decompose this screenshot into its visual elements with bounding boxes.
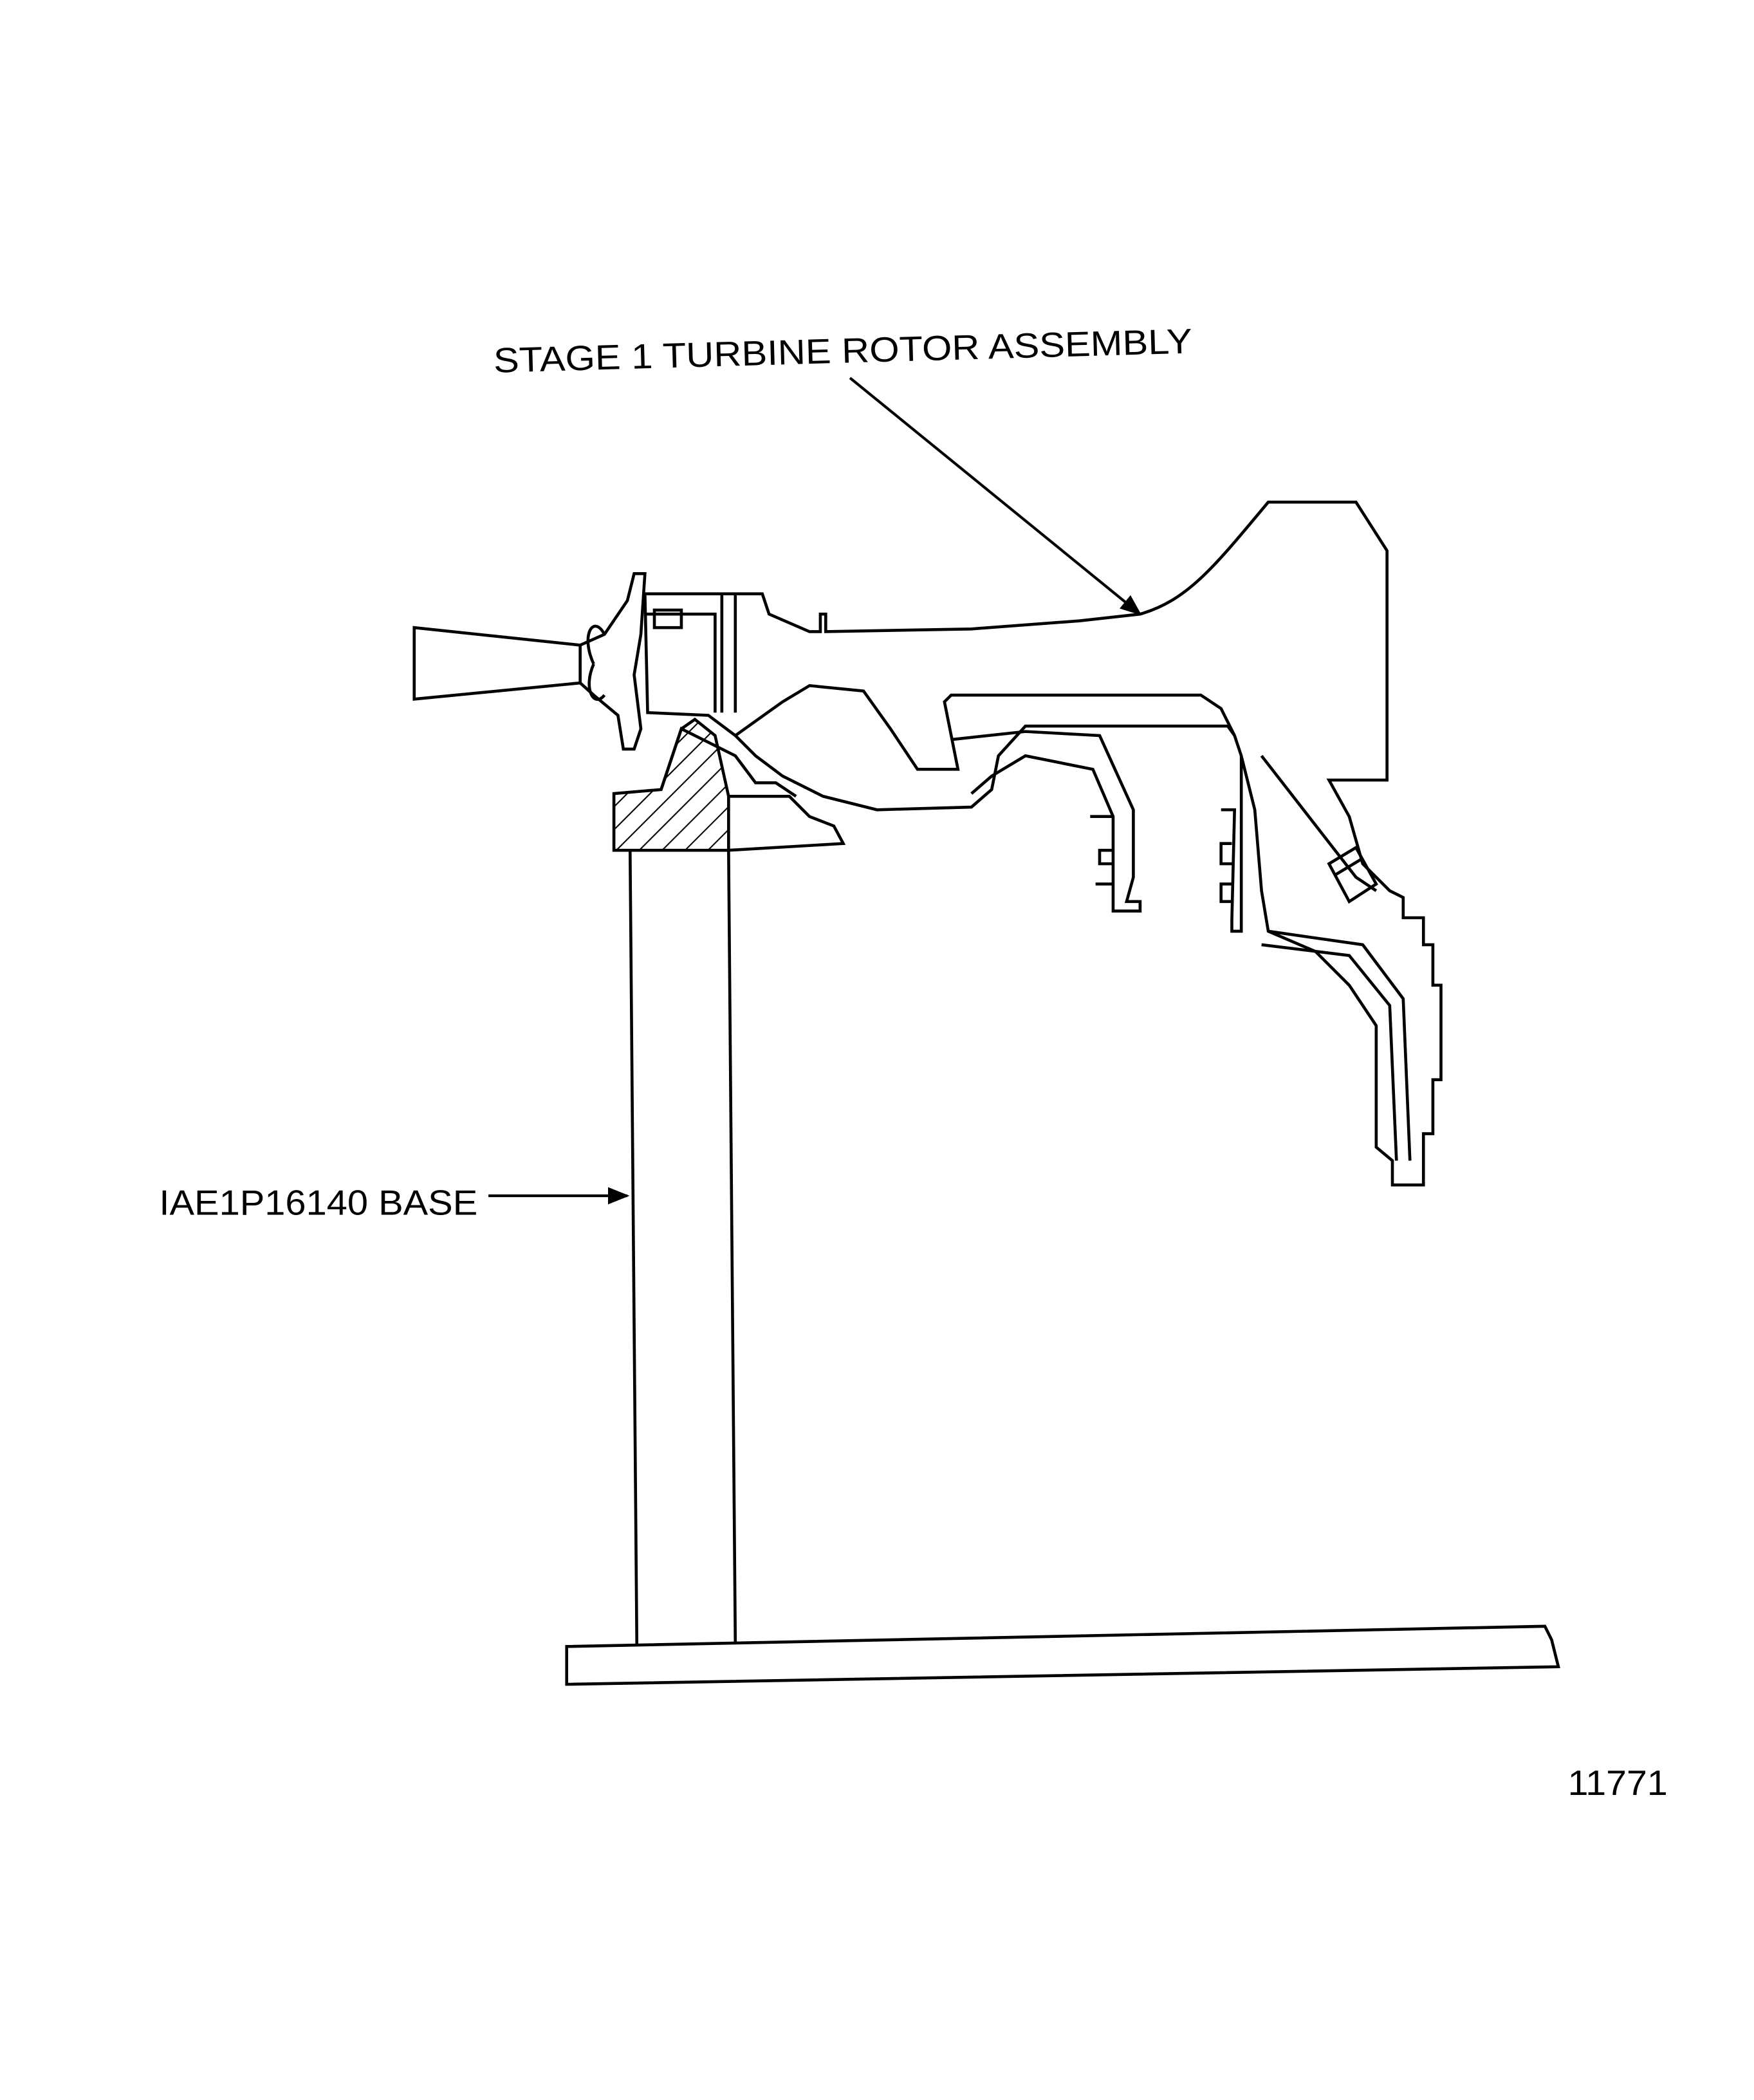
disk-inner-bore xyxy=(734,683,1236,771)
adapter-platform xyxy=(660,727,846,852)
rotor-label: STAGE 1 TURBINE ROTOR ASSEMBLY xyxy=(493,322,1192,380)
shaft-cone xyxy=(412,626,582,701)
base-label: IAE1P16140 BASE xyxy=(159,1183,477,1222)
hatched-adapter xyxy=(612,717,730,852)
base-plate xyxy=(565,1624,1560,1686)
figure-number: 11771 xyxy=(1568,1763,1668,1803)
rear-plate xyxy=(1260,754,1412,1161)
bolt-connector xyxy=(1327,845,1378,904)
inner-seal-arm xyxy=(951,730,1142,913)
seal-teeth-mid xyxy=(1090,815,1113,886)
front-seal xyxy=(586,624,606,701)
rotor-leader-arrow xyxy=(849,376,1142,616)
outer-seal-arm xyxy=(1219,756,1243,933)
turbine-rotor-assembly xyxy=(412,500,1443,1187)
base-column xyxy=(628,850,737,1644)
front-flange xyxy=(579,571,647,751)
hub-slot xyxy=(652,608,683,629)
rotor-disk-outline xyxy=(643,500,1443,1187)
base-fixture xyxy=(565,717,1560,1686)
hub-rib-left xyxy=(645,593,737,713)
